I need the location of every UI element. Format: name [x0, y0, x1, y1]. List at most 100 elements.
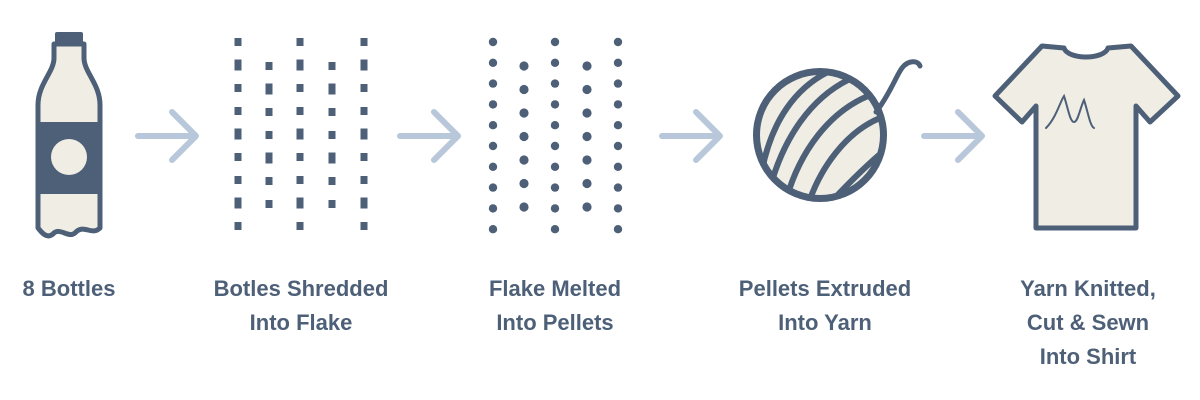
flake-square: [234, 107, 242, 115]
pellet-dot: [613, 79, 623, 88]
pellet-dot: [582, 178, 592, 189]
pellet-dot: [550, 121, 560, 130]
pellet-dot: [550, 37, 560, 47]
flake-square: [360, 107, 368, 115]
pellet-dot: [613, 58, 623, 67]
flake-square: [296, 128, 304, 140]
pellet-dot: [550, 100, 560, 109]
pellet-dot: [488, 204, 498, 213]
arrow-right-icon: [921, 109, 985, 163]
shirt-icon: [992, 43, 1181, 231]
pellet-dot: [488, 162, 498, 171]
flake-square: [296, 176, 304, 184]
pellet-dot: [613, 100, 623, 109]
pellet-dot: [519, 178, 529, 189]
pellet-dot: [488, 141, 498, 151]
pellet-dot: [519, 155, 529, 165]
flake-square: [296, 38, 304, 46]
pellet-dot: [582, 84, 592, 95]
pellet-dot: [550, 79, 560, 88]
flake-square: [234, 84, 242, 92]
pellet-dot: [613, 141, 623, 151]
pellet-dot: [582, 108, 592, 118]
flake-square: [234, 153, 242, 161]
flake-square: [360, 197, 368, 209]
arrow-right-icon: [397, 109, 461, 163]
flake-square: [360, 128, 368, 140]
flake-square: [360, 222, 368, 230]
pellet-dot: [519, 108, 529, 118]
flake-square: [360, 153, 368, 161]
pellet-dot: [613, 225, 623, 234]
flake-square: [328, 131, 336, 139]
flake-square: [296, 107, 304, 115]
flake-square: [328, 62, 336, 70]
arrow-right-icon: [135, 109, 199, 163]
pellet-dot: [582, 61, 592, 71]
flake-square: [296, 222, 304, 230]
arrow-right-icon: [659, 109, 723, 163]
pellet-dot: [582, 131, 592, 142]
step-label-shredded: Botles Shredded Into Flake: [213, 276, 389, 335]
flake-square: [234, 128, 242, 140]
pellet-dot: [550, 141, 560, 151]
flake-square: [234, 38, 242, 46]
flake-square: [296, 59, 304, 71]
pellet-dot: [488, 100, 498, 109]
flake-square: [296, 197, 304, 209]
pellet-dot: [613, 204, 623, 213]
flake-square: [360, 84, 368, 92]
pellet-dot: [550, 183, 560, 192]
step-label-extruded: Pellets Extruded Into Yarn: [738, 276, 912, 335]
flake-square: [328, 200, 336, 208]
pellet-dot: [550, 225, 560, 234]
flake-square: [360, 176, 368, 184]
pellets-icon: [488, 37, 623, 234]
flake-square: [265, 152, 273, 164]
flake-square: [328, 83, 336, 95]
pellet-dot: [488, 225, 498, 234]
flake-square: [360, 38, 368, 46]
pellet-dot: [488, 79, 498, 88]
pellet-dot: [488, 121, 498, 130]
pellet-dot: [613, 183, 623, 192]
pellet-dot: [519, 131, 529, 142]
flake-icon: [234, 38, 368, 230]
pellet-dot: [519, 202, 529, 212]
yarn-ball-icon: [753, 59, 923, 202]
pellet-dot: [519, 84, 529, 95]
pellet-dot: [519, 61, 529, 71]
pellet-dot: [550, 58, 560, 67]
pellet-dot: [613, 37, 623, 47]
flake-square: [265, 177, 273, 185]
pellet-dot: [613, 121, 623, 130]
flake-square: [265, 200, 273, 208]
pellet-dot: [613, 162, 623, 171]
flake-square: [360, 59, 368, 71]
step-label-melted: Flake Melted Into Pellets: [488, 276, 622, 335]
pellet-dot: [582, 155, 592, 165]
step-label-knitted: Yarn Knitted, Cut & Sewn Into Shirt: [1020, 276, 1156, 369]
process-graphics: [35, 32, 1181, 239]
pellet-dot: [488, 58, 498, 67]
flake-square: [265, 131, 273, 139]
flake-square: [265, 108, 273, 116]
bottle-icon: [35, 32, 103, 239]
pellet-dot: [550, 162, 560, 171]
pellet-dot: [582, 202, 592, 212]
flake-square: [296, 153, 304, 161]
flake-square: [328, 152, 336, 164]
flake-square: [265, 83, 273, 95]
flake-square: [296, 84, 304, 92]
flake-square: [234, 222, 242, 230]
flake-square: [265, 62, 273, 70]
flake-square: [234, 59, 242, 71]
flake-square: [328, 177, 336, 185]
flake-square: [234, 197, 242, 209]
pellet-dot: [550, 204, 560, 213]
flake-square: [328, 108, 336, 116]
pellet-dot: [488, 183, 498, 192]
flake-square: [234, 176, 242, 184]
step-label-bottles: 8 Bottles: [22, 276, 116, 301]
